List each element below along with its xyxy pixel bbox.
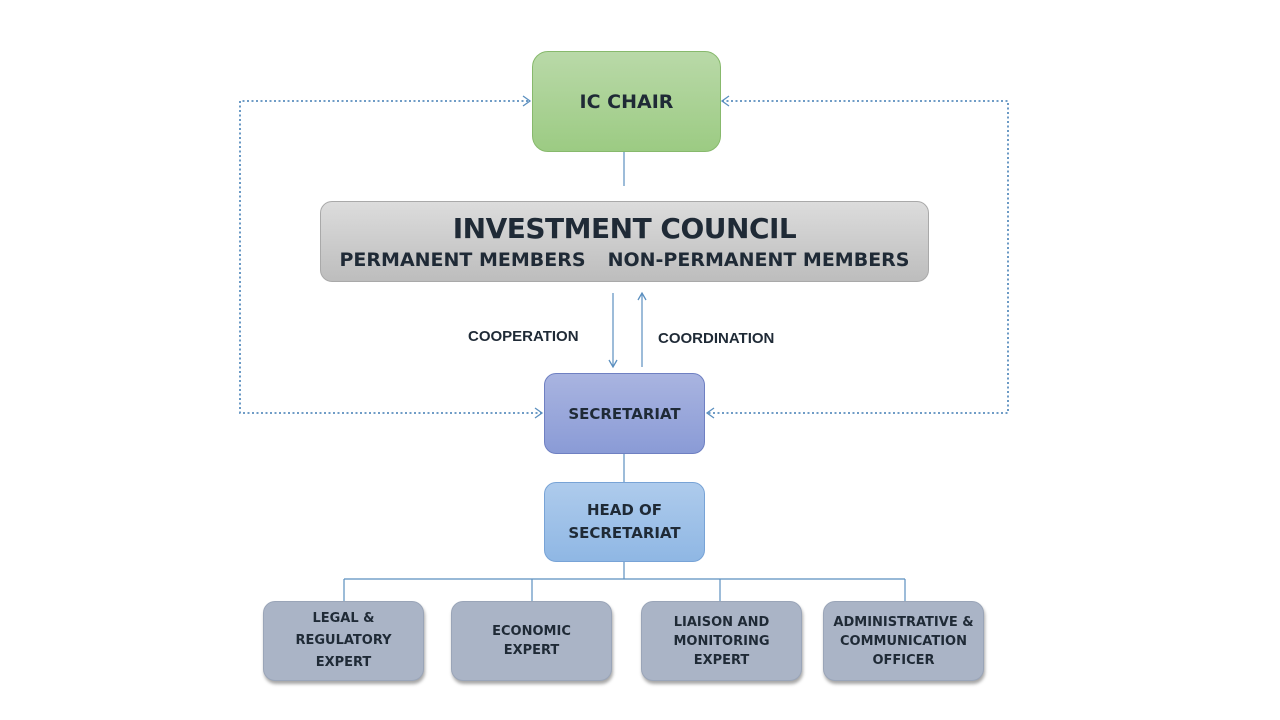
secretariat-label: SECRETARIAT <box>568 404 681 423</box>
right-dotted-loop <box>707 100 1009 414</box>
expert-label-line: COMMUNICATION <box>840 633 967 649</box>
permanent-members-label: PERMANENT MEMBERS <box>339 248 586 271</box>
left-arrowhead-secretariat-icon <box>534 407 544 419</box>
legal-regulatory-expert-box: LEGAL & REGULATORY EXPERT <box>263 601 424 681</box>
liaison-monitoring-expert-box: LIAISON AND MONITORING EXPERT <box>641 601 802 681</box>
head-label-line-2: SECRETARIAT <box>568 524 681 542</box>
council-members: PERMANENT MEMBERS NON-PERMANENT MEMBERS <box>340 248 910 272</box>
expert-label-line: EXPERT <box>503 643 560 658</box>
expert-label-line: LIAISON AND <box>673 614 770 630</box>
cooperation-label: COOPERATION <box>468 328 579 345</box>
head-of-secretariat-box: HEAD OF SECRETARIAT <box>544 482 705 562</box>
coordination-label: COORDINATION <box>658 330 775 347</box>
economic-expert-box: ECONOMIC EXPERT <box>451 601 612 681</box>
ic-chair-label: IC CHAIR <box>579 90 674 113</box>
expert-label-line: LEGAL & <box>312 611 375 626</box>
expert-label-line: REGULATORY <box>295 633 392 648</box>
expert-label-line: EXPERT <box>315 655 372 670</box>
council-title: INVESTMENT COUNCIL <box>452 211 797 245</box>
right-arrowhead-secretariat-icon <box>705 407 715 419</box>
secretariat-box: SECRETARIAT <box>544 373 705 454</box>
expert-label-line: MONITORING <box>673 633 770 649</box>
investment-council-box: INVESTMENT COUNCIL PERMANENT MEMBERS NON… <box>320 201 929 282</box>
right-arrowhead-chair-icon <box>720 95 730 107</box>
admin-communication-officer-box: ADMINISTRATIVE & COMMUNICATION OFFICER <box>823 601 984 681</box>
non-permanent-members-label: NON-PERMANENT MEMBERS <box>607 248 910 271</box>
left-arrowhead-chair-icon <box>522 95 532 107</box>
head-label-line-1: HEAD OF <box>586 501 663 519</box>
expert-label-line: ECONOMIC <box>492 624 571 639</box>
ic-chair-box: IC CHAIR <box>532 51 721 152</box>
expert-label-line: ADMINISTRATIVE & <box>833 614 974 630</box>
expert-label-line: OFFICER <box>872 652 935 668</box>
expert-label-line: EXPERT <box>693 652 750 668</box>
